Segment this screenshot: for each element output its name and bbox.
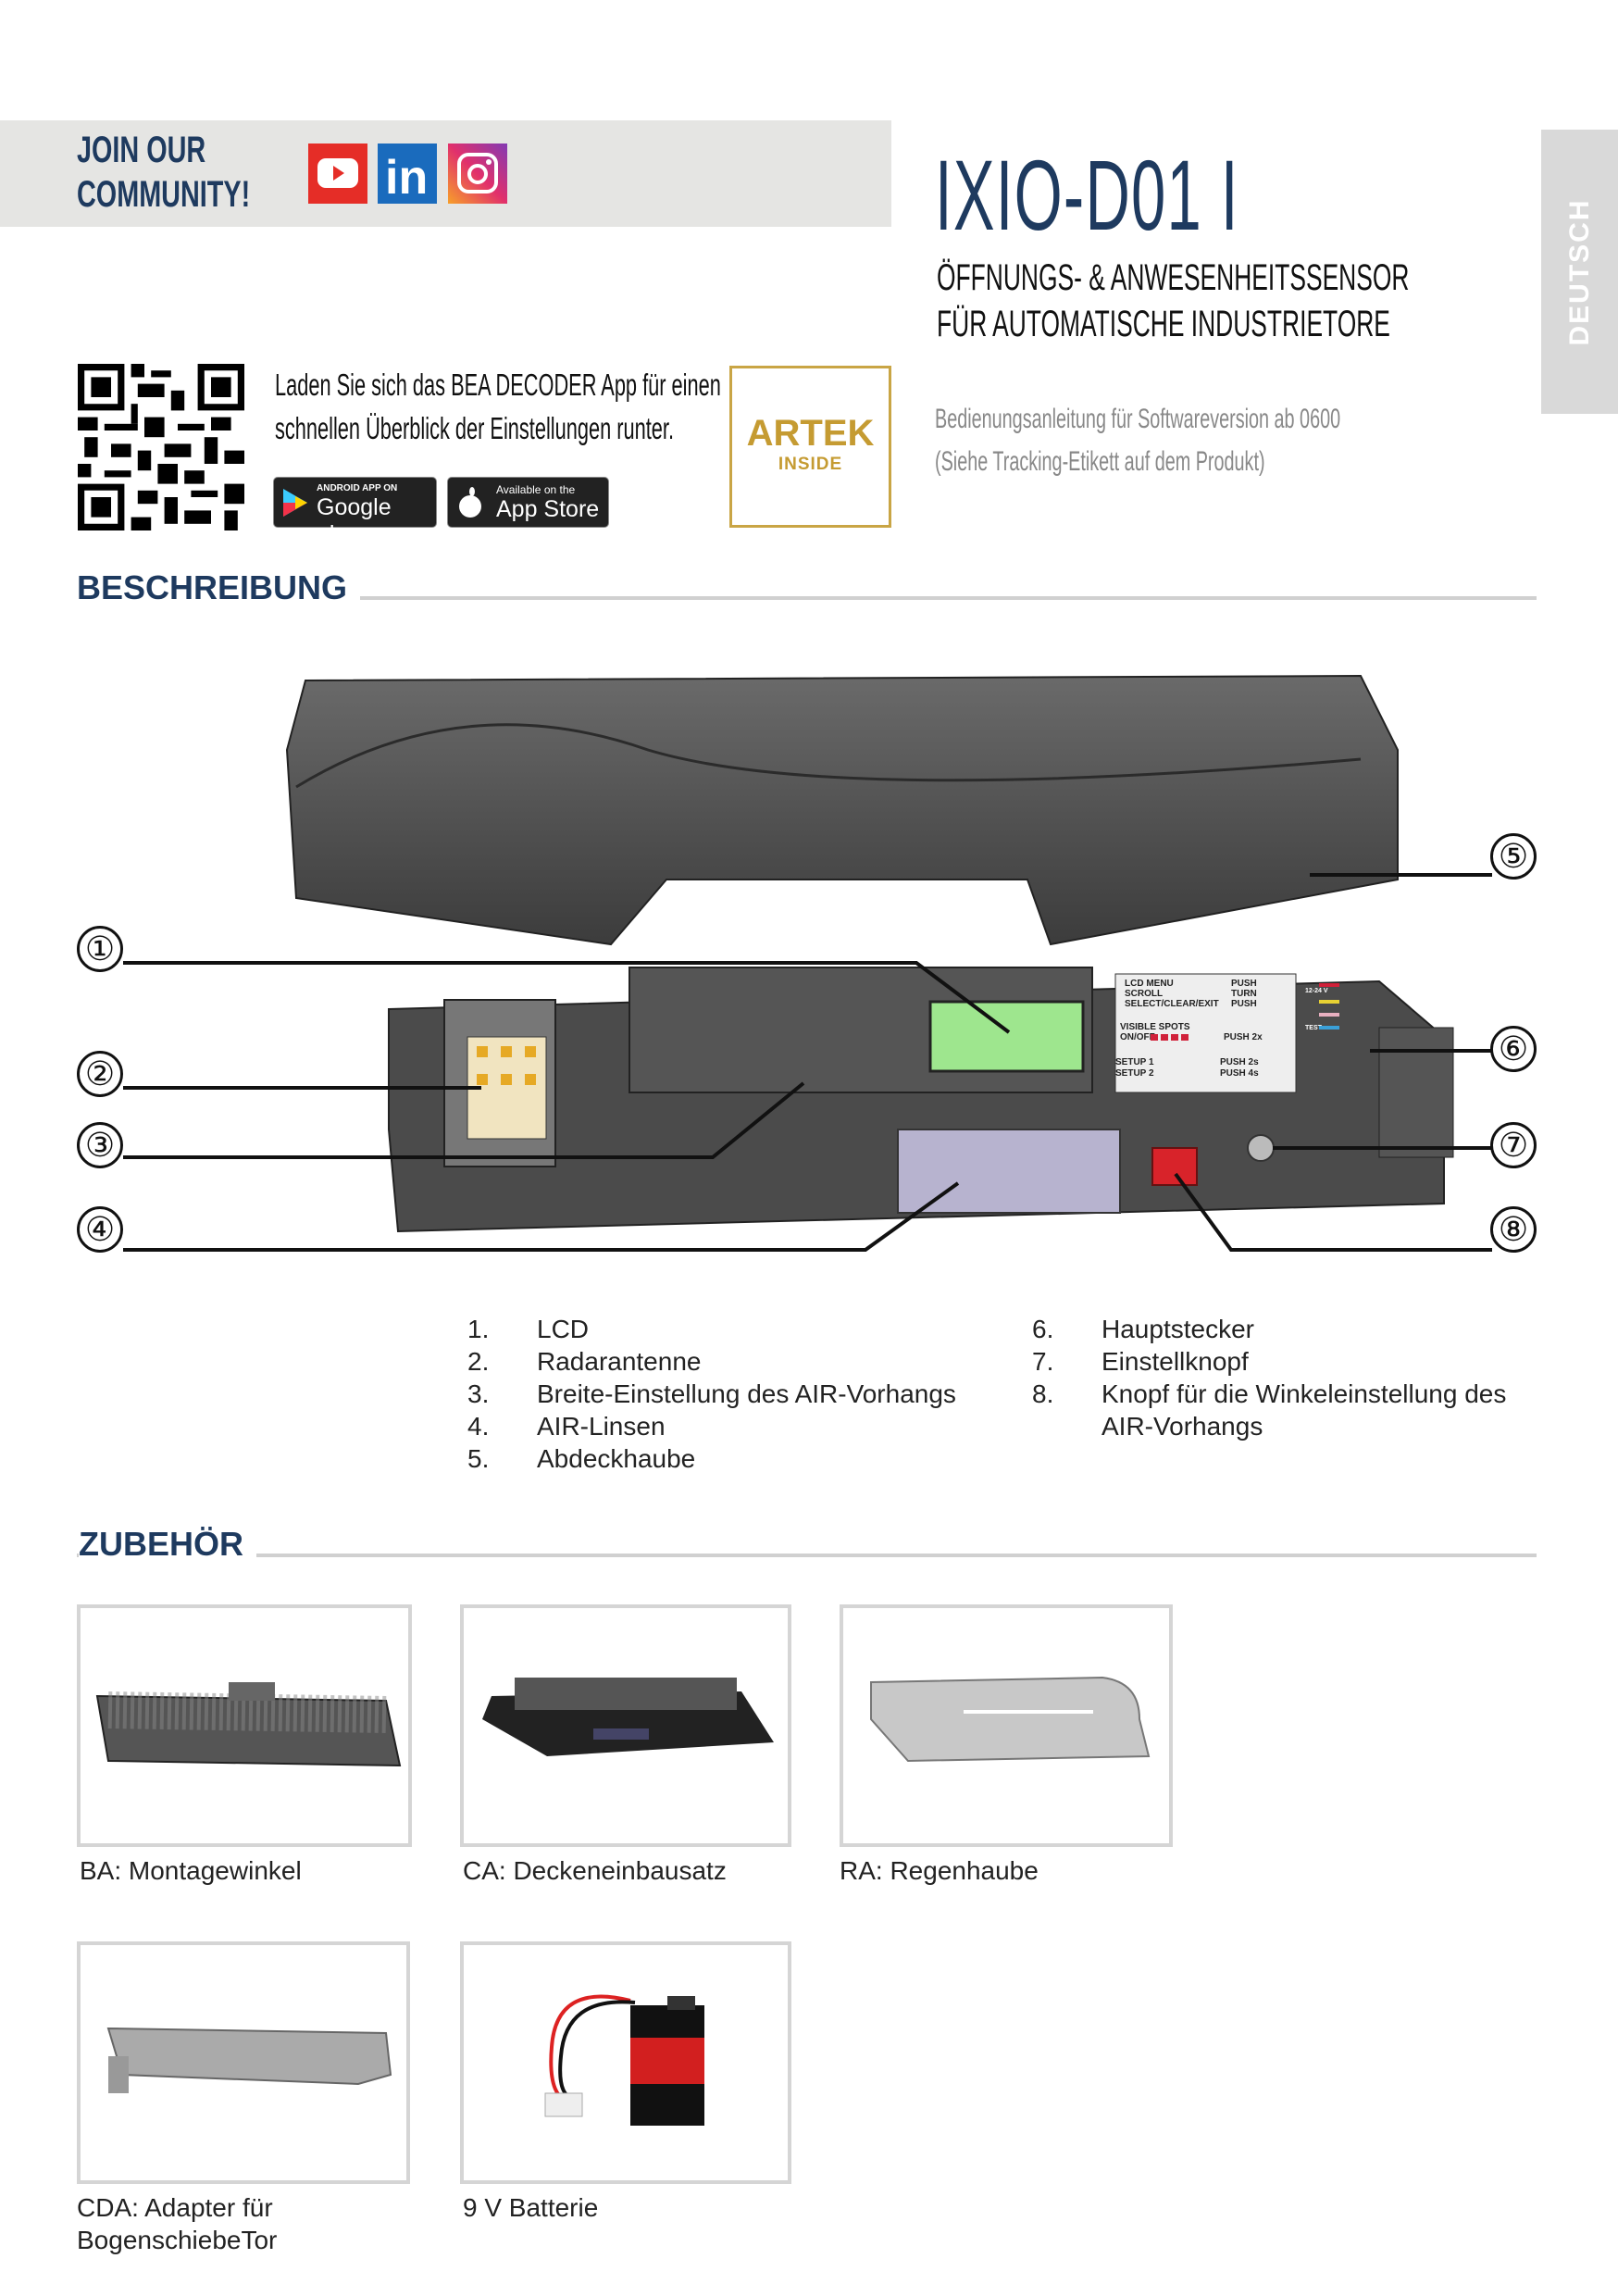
label-row: PUSH 2x xyxy=(1224,1032,1263,1042)
linkedin-icon[interactable]: in xyxy=(378,144,437,205)
product-title: IXIO-D01 I xyxy=(935,139,1239,251)
label-row: ON/OFF xyxy=(1120,1032,1155,1042)
item-label: AIR-Linsen xyxy=(537,1412,666,1441)
subtitle-line2: FÜR AUTOMATISCHE INDUSTRIETORE xyxy=(937,304,1390,344)
accessory-ra-caption: RA: Regenhaube xyxy=(840,1856,1039,1885)
label-row: LCD MENU xyxy=(1125,979,1174,989)
app-text-line1: Laden Sie sich das BEA DECODER App für e… xyxy=(275,368,721,402)
join-line1: JOIN OUR xyxy=(77,130,206,170)
community-banner xyxy=(0,120,891,227)
callout-5: ⑤ xyxy=(1490,833,1537,880)
accessory-ba-caption: BA: Montagewinkel xyxy=(80,1856,302,1885)
language-label: DEUTSCH xyxy=(1563,197,1595,346)
google-big-text: Google play xyxy=(317,494,392,547)
angle-knob xyxy=(1151,1147,1198,1186)
svg-text:in: in xyxy=(385,151,428,204)
instagram-icon[interactable] xyxy=(448,144,507,204)
adjust-knob xyxy=(1247,1134,1275,1162)
item-label: Hauptstecker xyxy=(1101,1315,1254,1343)
section-heading-accessories: ZUBEHÖR xyxy=(79,1525,256,1564)
item-number: 2. xyxy=(467,1347,490,1376)
cda-caption-line1: CDA: Adapter für xyxy=(77,2193,273,2222)
product-exploded-view: LCD MENU PUSH SCROLL TURN SELECT/CLEAR/EXI… xyxy=(123,674,1492,1252)
artek-sub: INSIDE xyxy=(778,455,843,474)
subtitle-line1: ÖFFNUNGS- & ANWESENHEITSSENSOR xyxy=(937,257,1410,298)
accessory-ca-image xyxy=(460,1604,791,1847)
section-divider xyxy=(77,1554,1537,1557)
item-label: Abdeckhaube xyxy=(537,1444,696,1473)
item-number: 8. xyxy=(1032,1379,1054,1408)
cda-caption-line2: BogenschiebeTor xyxy=(77,2226,278,2254)
youtube-icon[interactable] xyxy=(308,144,367,204)
item-label: Breite-Einstellung des AIR-Vorhangs xyxy=(537,1379,956,1408)
accessory-battery-image xyxy=(460,1941,791,2184)
apple-icon xyxy=(459,487,481,518)
callout-3: ③ xyxy=(77,1122,123,1168)
lcd-screen xyxy=(928,1000,1085,1073)
accessory-ba-image xyxy=(77,1604,412,1847)
accessory-ca-caption: CA: Deckeneinbausatz xyxy=(463,1856,727,1885)
item-label: Knopf für die Winkeleinstellung des xyxy=(1101,1379,1507,1408)
software-version-note: Bedienungsanleitung für Softwareversion … xyxy=(935,398,1340,483)
google-small-text: ANDROID APP ON xyxy=(317,483,398,493)
item-label: AIR-Vorhangs xyxy=(1101,1412,1263,1441)
app-text-line2: schnellen Überblick der Einstellungen ru… xyxy=(275,411,675,445)
apple-big-text: App Store xyxy=(496,496,600,522)
qr-code[interactable] xyxy=(77,364,245,530)
app-store-badge[interactable]: Available on the App Store xyxy=(447,477,609,528)
label-row: VISIBLE SPOTS xyxy=(1120,1022,1190,1032)
callout-2: ② xyxy=(77,1051,123,1097)
language-tab: DEUTSCH xyxy=(1541,130,1618,414)
callout-6: ⑥ xyxy=(1490,1026,1537,1072)
artek-brand: ARTEK xyxy=(746,413,875,454)
label-row: PUSH 4s xyxy=(1220,1068,1259,1079)
label-volt: 12-24 V xyxy=(1305,988,1328,994)
item-label: Einstellknopf xyxy=(1101,1347,1249,1376)
accessory-ra-image xyxy=(840,1604,1173,1847)
callout-1: ① xyxy=(77,926,123,972)
label-row: SETUP 1 xyxy=(1115,1057,1154,1067)
item-number: 6. xyxy=(1032,1315,1054,1343)
item-number: 5. xyxy=(467,1444,490,1473)
cover-part xyxy=(285,674,1399,946)
item-number: 4. xyxy=(467,1412,490,1441)
item-number: 3. xyxy=(467,1379,490,1408)
item-label: Radarantenne xyxy=(537,1347,702,1376)
label-row: PUSH xyxy=(1231,979,1257,989)
join-line2: COMMUNITY! xyxy=(77,174,251,215)
app-download-text: Laden Sie sich das BEA DECODER App für e… xyxy=(275,363,721,450)
accessory-cda-image xyxy=(77,1941,410,2184)
section-divider xyxy=(77,596,1537,600)
item-label: LCD xyxy=(537,1315,590,1343)
software-line1: Bedienungsanleitung für Softwareversion … xyxy=(935,404,1341,434)
google-play-badge[interactable]: ANDROID APP ON Google play xyxy=(273,477,437,547)
label-row: PUSH 2s xyxy=(1220,1057,1259,1067)
callout-8: ⑧ xyxy=(1490,1206,1537,1253)
callout-4: ④ xyxy=(77,1206,123,1253)
item-number: 1. xyxy=(467,1315,490,1343)
label-row: PUSH xyxy=(1231,999,1257,1009)
callout-7: ⑦ xyxy=(1490,1122,1537,1168)
settings-label xyxy=(1114,973,1297,1093)
accessory-battery-caption: 9 V Batterie xyxy=(463,2193,599,2222)
label-test: TEST xyxy=(1305,1025,1323,1031)
google-play-icon xyxy=(283,489,307,517)
label-row: SELECT/CLEAR/EXIT xyxy=(1125,999,1219,1009)
software-line2: (Siehe Tracking-Etikett auf dem Produkt) xyxy=(935,446,1265,477)
section-heading-description: BESCHREIBUNG xyxy=(77,568,361,607)
product-subtitle: ÖFFNUNGS- & ANWESENHEITSSENSOR FÜR AUTOMA… xyxy=(937,255,1409,347)
apple-small-text: Available on the xyxy=(496,483,576,496)
item-number: 7. xyxy=(1032,1347,1054,1376)
label-row: TURN xyxy=(1231,989,1257,999)
label-row: SETUP 2 xyxy=(1115,1068,1154,1079)
label-row: SCROLL xyxy=(1125,989,1163,999)
